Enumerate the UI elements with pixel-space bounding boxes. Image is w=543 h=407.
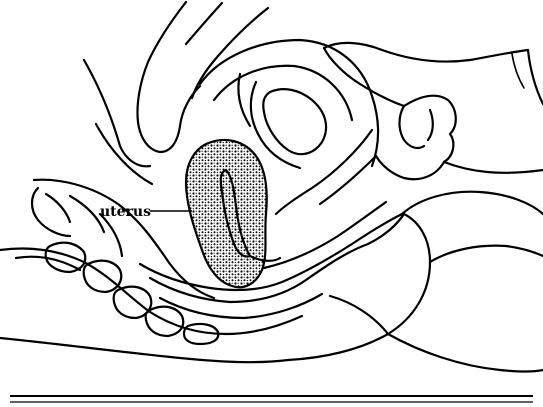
buttock	[0, 192, 543, 372]
abdominal-hand	[84, 2, 268, 166]
uterus-label-text: uterus	[100, 204, 151, 220]
bottom-rule	[10, 396, 533, 402]
vaginal-hand	[276, 43, 543, 214]
uterus	[186, 140, 280, 287]
uterus-label: uterus	[100, 204, 192, 220]
